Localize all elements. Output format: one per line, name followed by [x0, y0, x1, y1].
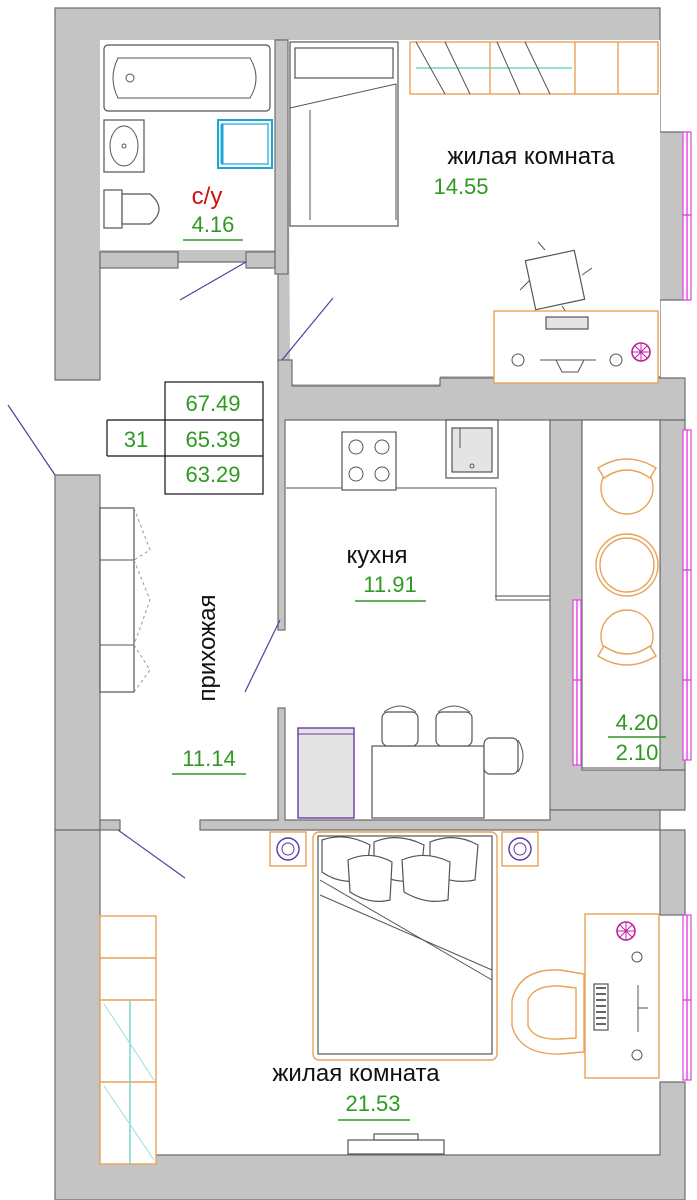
bathroom-fixtures: [103, 44, 273, 229]
dining-chair-2: [435, 705, 473, 747]
room-name-hallway: прихожая: [194, 595, 221, 702]
kitchen-furniture: [286, 419, 550, 819]
windows: [572, 131, 692, 1081]
wall-stub-hall: [99, 819, 121, 831]
room-area-bathroom: 4.16: [192, 212, 235, 237]
wall-bath-bedroom: [274, 39, 289, 275]
door-bathroom: [179, 261, 247, 301]
room-name-bedroom-bottom: жилая комната: [272, 1060, 440, 1087]
area-table: 67.49 65.39 63.29 31: [106, 381, 264, 495]
desk-bottom: [584, 913, 660, 1079]
room-name-kitchen: кухня: [346, 542, 407, 569]
hallway-furniture: [99, 507, 151, 693]
bedroom-top-furniture: [289, 41, 659, 384]
armchair: [511, 969, 585, 1055]
door-entrance: [7, 404, 56, 476]
bedroom-bottom-furniture: [99, 831, 660, 1165]
wall-right-lower: [659, 829, 686, 916]
stove: [341, 431, 397, 491]
room-area-bedroom-bottom: 21.53: [345, 1091, 400, 1116]
wall-balcony-right: [659, 419, 686, 771]
wall-bath-bottom-right: [245, 251, 279, 269]
window-kitchen: [572, 599, 582, 766]
balcony-area-reduced: 2.10: [616, 740, 659, 765]
wall-kitchen-bottom: [199, 707, 661, 831]
wardrobe-hallway: [99, 507, 151, 693]
nightstand-left: [269, 831, 307, 867]
single-bed: [289, 41, 399, 227]
desk-top: [493, 310, 659, 384]
balcony-furniture: [595, 458, 659, 666]
window-bedroom-bottom: [682, 914, 692, 1081]
area-total: 67.49: [185, 391, 240, 416]
room-labels: жилая комната 14.55 с/у 4.16 кухня 11.91…: [172, 143, 666, 1121]
wall-bath-bottom-left: [99, 251, 179, 269]
balcony-chair-2: [597, 609, 657, 666]
room-area-bedroom-top: 14.55: [433, 174, 488, 199]
room-name-bathroom: с/у: [192, 183, 223, 210]
door-swings: [7, 261, 334, 879]
door-bedroom-bottom: [117, 829, 186, 879]
dining-table: [371, 705, 524, 819]
window-balcony-right: [682, 429, 692, 761]
door-kitchen: [244, 619, 281, 693]
room-name-bedroom-top: жилая комната: [447, 143, 615, 170]
wardrobe-bottom: [99, 915, 157, 1165]
nightstand-right: [501, 831, 539, 867]
tv-stand: [347, 1133, 445, 1155]
balcony-chair-1: [597, 458, 657, 515]
balcony-area-full: 4.20: [616, 710, 659, 735]
door-bedroom-top: [281, 297, 334, 361]
fridge: [297, 727, 355, 819]
washing-machine: [217, 119, 273, 169]
room-area-kitchen: 11.91: [363, 572, 416, 597]
dining-chair-1: [381, 705, 419, 747]
dining-chair-3: [483, 737, 524, 775]
wardrobe-top: [409, 41, 659, 95]
kitchen-sink: [445, 419, 499, 479]
area-main: 65.39: [185, 427, 240, 452]
apartment-number: 31: [124, 427, 148, 452]
area-living: 63.29: [185, 462, 240, 487]
double-bed: [312, 831, 498, 1061]
window-bedroom-top: [682, 131, 692, 301]
office-chair-top: [519, 241, 593, 316]
kitchen-counter: [286, 487, 550, 601]
toilet: [103, 189, 160, 229]
sink-bathroom: [103, 119, 145, 173]
bathtub: [103, 44, 271, 112]
wall-left-lower: [54, 474, 101, 831]
room-area-hallway: 11.14: [182, 746, 235, 771]
